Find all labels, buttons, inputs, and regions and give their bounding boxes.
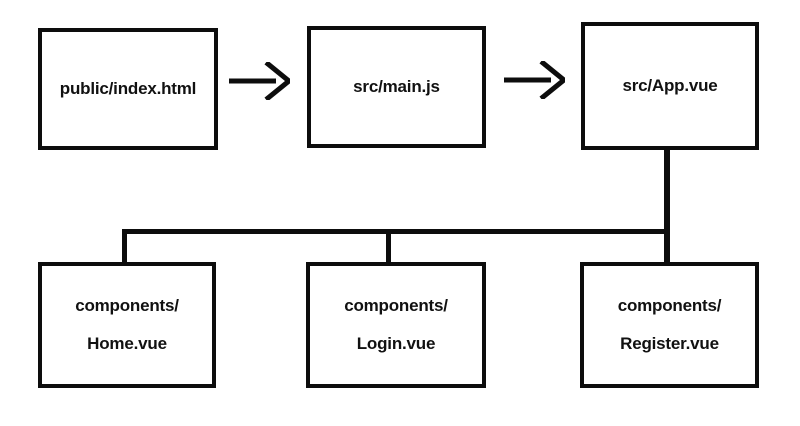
node-main-js[interactable]: src/main.js — [307, 26, 486, 148]
node-index-html[interactable]: public/index.html — [38, 28, 218, 150]
node-label-line: Register.vue — [620, 334, 719, 353]
node-register-vue[interactable]: components/Register.vue — [580, 262, 759, 388]
node-label-login-vue: components/Login.vue — [344, 287, 448, 363]
connector-app-drop — [664, 148, 670, 232]
node-label-line: components/ — [617, 296, 722, 315]
node-label-register-vue: components/Register.vue — [618, 287, 722, 363]
node-login-vue[interactable]: components/Login.vue — [306, 262, 486, 388]
node-label-line: components/ — [75, 296, 179, 315]
node-home-vue[interactable]: components/Home.vue — [38, 262, 216, 388]
connector-bus — [122, 229, 670, 234]
node-label-home-vue: components/Home.vue — [75, 287, 179, 363]
arrow-icon-arrow-index-to-main — [228, 62, 290, 100]
node-label-line: Login.vue — [356, 334, 436, 353]
node-label-main-js: src/main.js — [353, 77, 440, 97]
arrow-icon-arrow-main-to-app — [503, 61, 565, 99]
node-label-line: components/ — [344, 296, 448, 315]
node-label-line: src/App.vue — [622, 76, 718, 95]
connector-login-drop — [386, 229, 391, 264]
node-label-index-html: public/index.html — [59, 79, 197, 99]
node-app-vue[interactable]: src/App.vue — [581, 22, 759, 150]
node-label-line: src/main.js — [353, 77, 440, 96]
connector-home-drop — [122, 229, 127, 264]
node-label-app-vue: src/App.vue — [622, 76, 717, 96]
node-label-line: public/index.html — [59, 79, 197, 98]
connector-register-drop — [664, 229, 670, 264]
node-label-line: Home.vue — [87, 334, 167, 353]
